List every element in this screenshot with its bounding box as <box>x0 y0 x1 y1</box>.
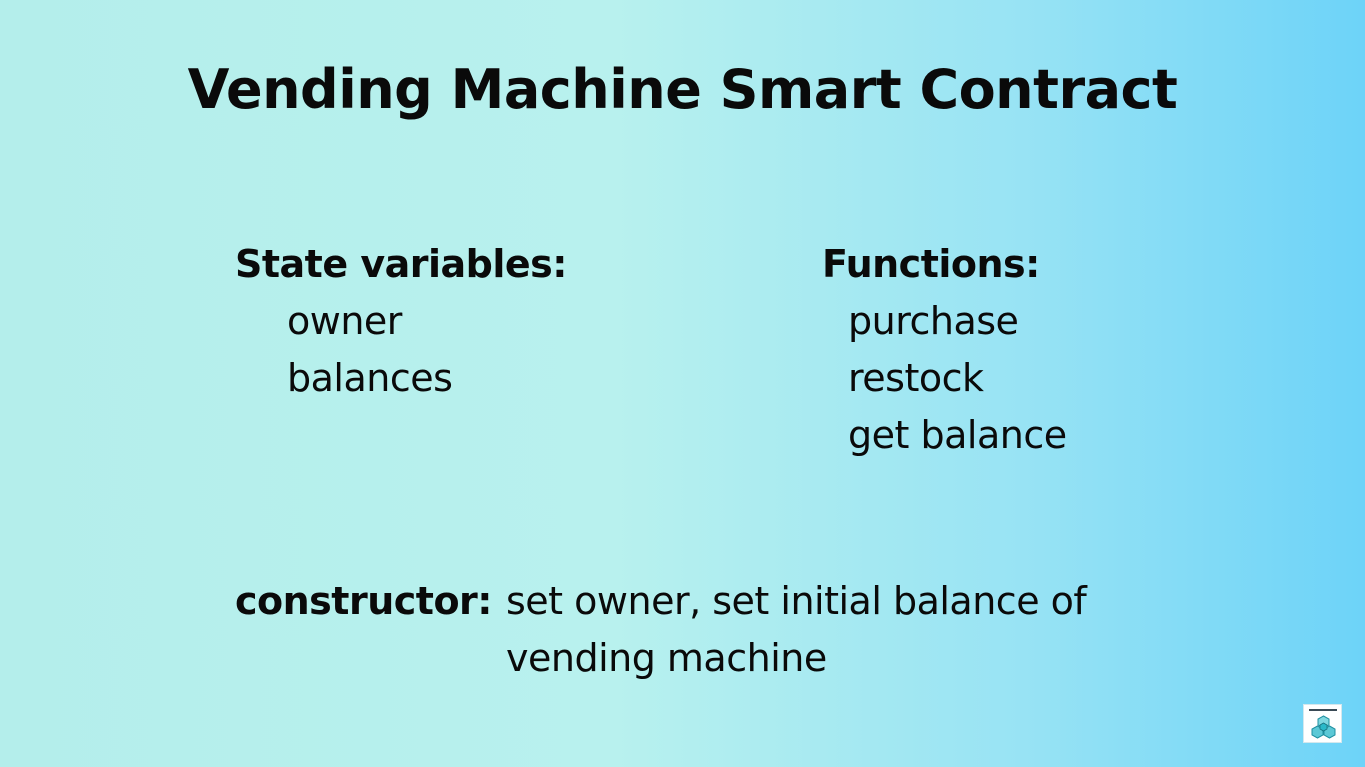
state-variables-list: owner balances <box>235 293 567 407</box>
function-item: restock <box>848 356 984 400</box>
functions-heading: Functions: <box>822 242 1040 286</box>
functions-list: purchase restock get balance <box>822 293 1067 464</box>
state-variables-section: State variables: owner balances <box>235 236 567 407</box>
function-item: get balance <box>848 413 1067 457</box>
function-item: purchase <box>848 299 1019 343</box>
logo-caption-bar <box>1309 709 1337 711</box>
constructor-label: constructor: <box>235 579 493 623</box>
constructor-description: set owner, set initial balance of vendin… <box>506 579 1087 680</box>
state-variable-item: owner <box>287 299 402 343</box>
slide-title: Vending Machine Smart Contract <box>187 58 1178 121</box>
functions-section: Functions: purchase restock get balance <box>822 236 1067 464</box>
channel-logo <box>1303 704 1342 743</box>
constructor-section: constructor: set owner, set initial bala… <box>235 573 1166 687</box>
state-variables-heading: State variables: <box>235 242 567 286</box>
state-variable-item: balances <box>287 356 453 400</box>
